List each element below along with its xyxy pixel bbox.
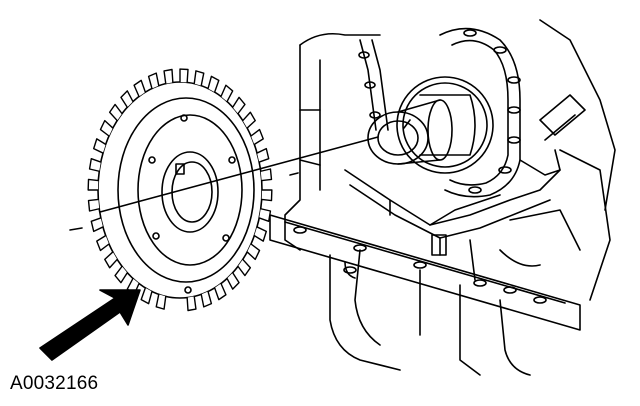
ring-tooth [246,243,261,261]
ring-tooth [179,68,189,84]
ring-tooth [120,90,134,108]
ring-tooth [250,128,264,146]
timing-chain-right [439,27,521,198]
ring-tooth [258,208,272,223]
ring-tooth [260,189,273,202]
crankshaft-snout [367,99,453,165]
ring-tooth [87,178,100,191]
ring-tooth [99,119,114,137]
ring-tooth [232,96,246,115]
alignment-line [69,136,379,231]
ring-tooth [96,234,110,252]
ring-tooth [88,157,102,172]
ring-tooth [256,147,270,163]
pump-bracket [344,149,561,256]
ring-tooth [163,68,174,85]
ring-tooth [87,198,100,212]
ring-tooth [237,258,252,277]
ring-tooth [213,282,227,301]
ring-tooth [114,265,128,284]
crank-sprocket-engine [396,76,494,174]
ring-tooth [207,75,220,93]
oil-pan [269,214,581,376]
ring-tooth [193,70,205,87]
ring-tooth [133,79,147,98]
ring-tooth [260,168,273,182]
ring-tooth [140,287,153,305]
ring-tooth [200,290,213,308]
timing-chain-left [358,39,389,131]
ring-tooth [220,84,234,103]
figure-id-label: A0032166 [10,373,99,394]
ring-tooth [226,272,240,290]
ring-tooth [155,293,167,310]
ring-tooth [253,226,268,242]
ring-tooth [108,103,123,122]
ring-tooth [242,111,256,129]
ring-tooth [147,72,160,90]
tensioner [539,94,586,141]
ring-tooth [104,251,118,269]
sensor-ring-teeth [87,68,273,312]
arrow-icon [39,289,141,361]
ring-tooth [90,217,104,233]
ring-tooth [186,295,197,312]
engine-block [284,19,616,301]
ring-tooth [92,138,107,154]
